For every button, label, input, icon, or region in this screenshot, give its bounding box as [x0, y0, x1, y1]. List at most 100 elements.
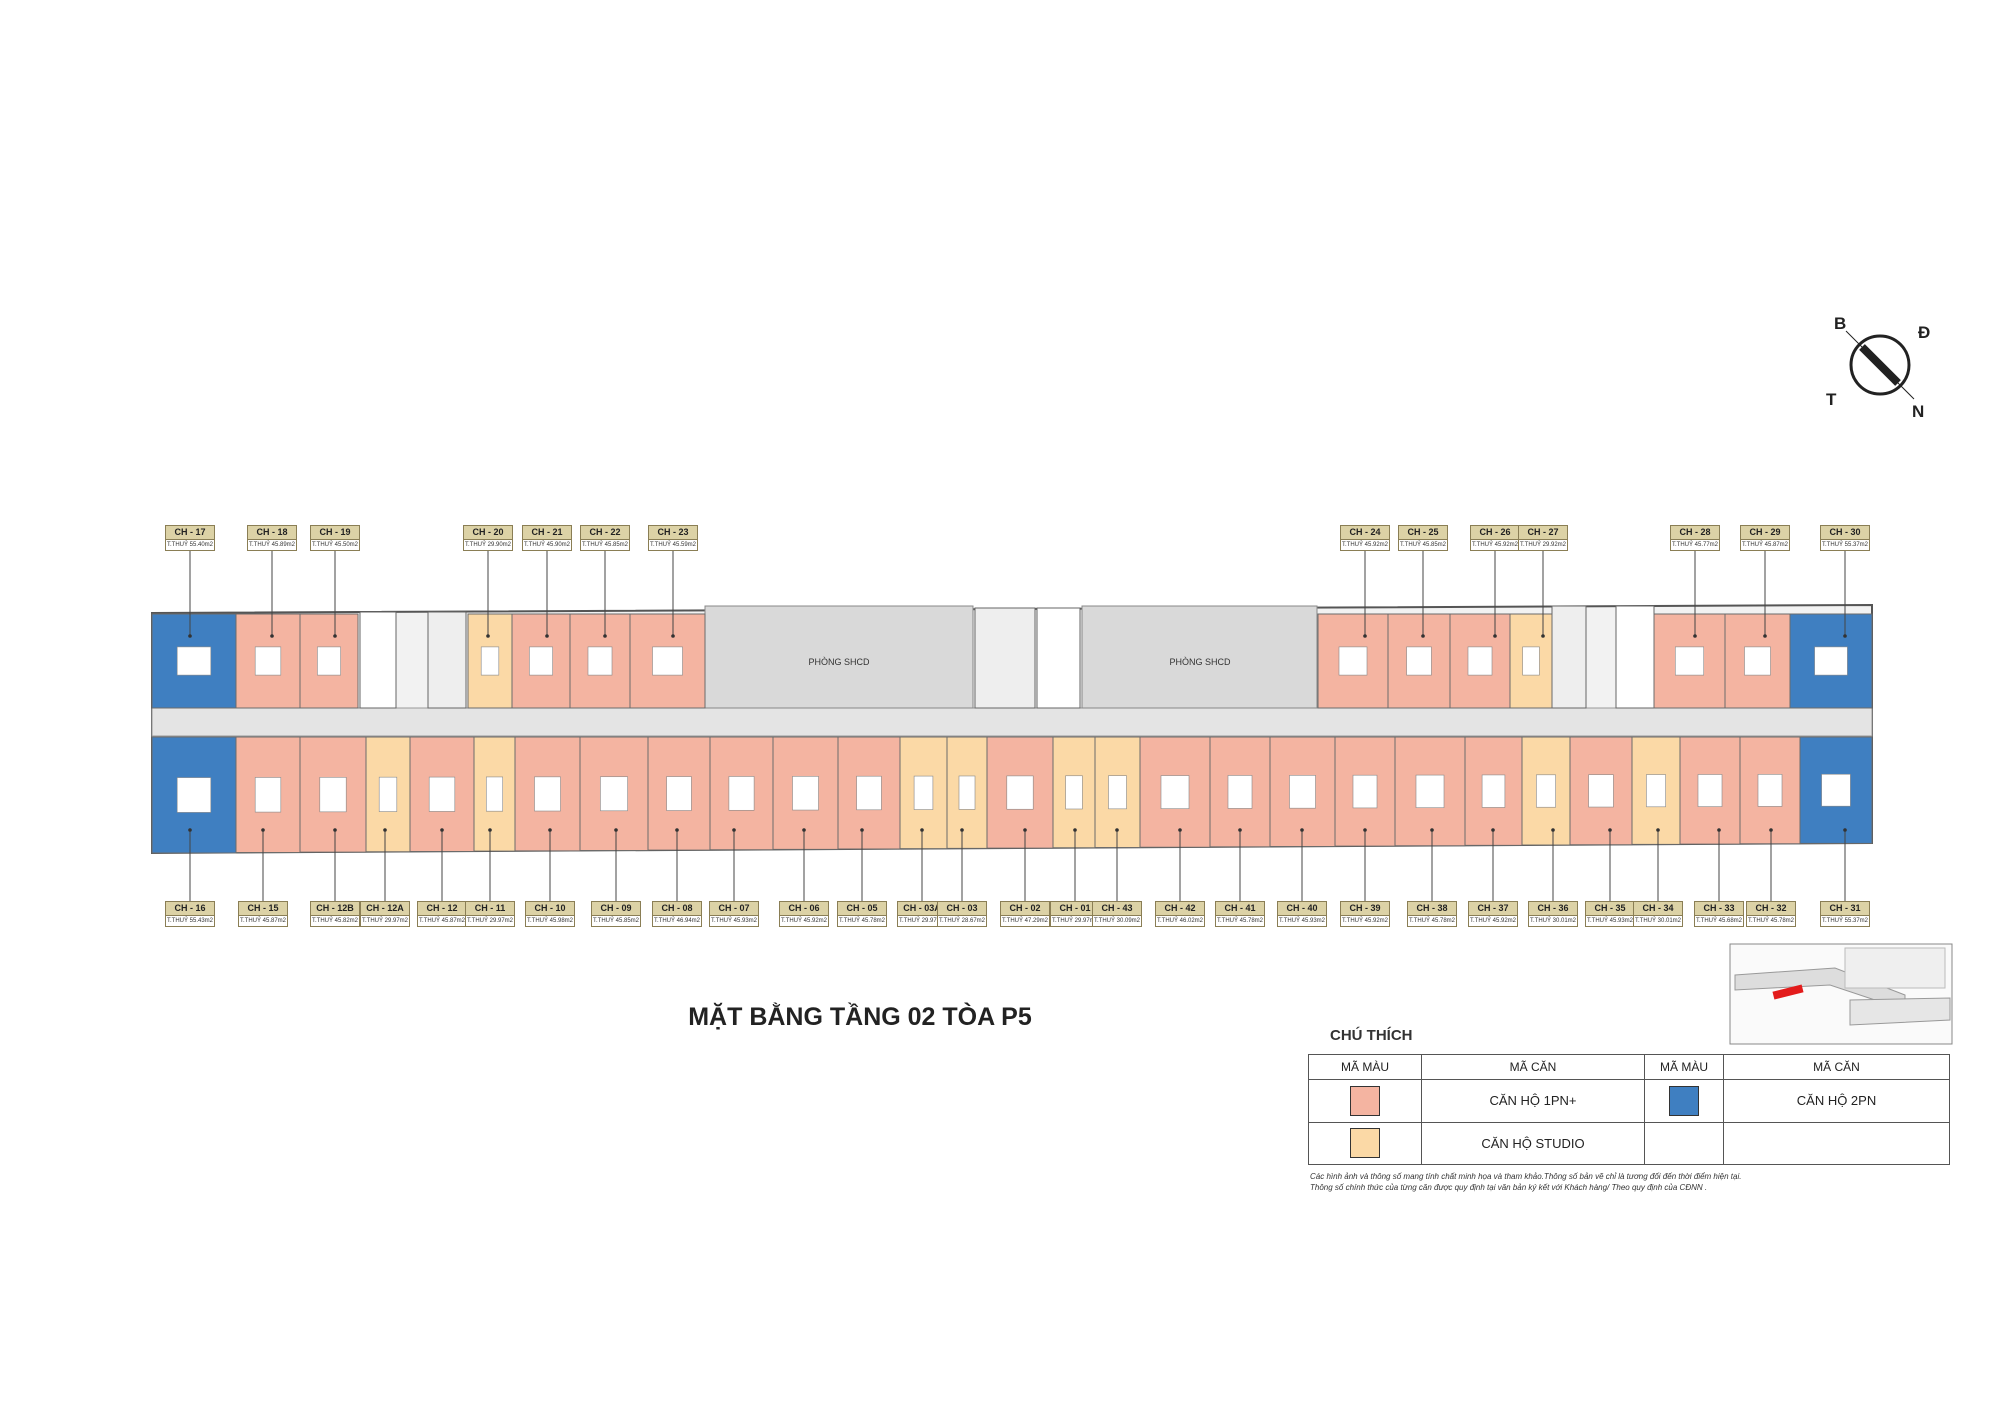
unit-tag-bottom-17-code: CH - 42: [1155, 901, 1205, 916]
unit-tag-top-2-area: T.THUỶ 45.50m2: [310, 540, 360, 551]
unit-top-4-interior: [529, 646, 553, 676]
unit-bottom-25-interior: [1646, 774, 1666, 808]
unit-bottom-0-interior: [176, 777, 212, 813]
unit-tag-bottom-10-code: CH - 06: [779, 901, 829, 916]
unit-tag-bottom-27-area: T.THUỶ 45.78m2: [1746, 916, 1796, 927]
unit-top-5-interior: [587, 646, 613, 676]
disclaimer-line-2: Thông số chính thức của từng căn được qu…: [1310, 1183, 1708, 1192]
legend-header-unit-2: MÃ CĂN: [1723, 1054, 1950, 1080]
unit-tag-bottom-13-area: T.THUỶ 28.67m2: [937, 916, 987, 927]
unit-bottom-26-interior: [1697, 774, 1723, 807]
unit-pin-bottom-1-dot: [261, 828, 265, 832]
unit-tag-top-2-code: CH - 19: [310, 525, 360, 540]
unit-tag-bottom-19-area: T.THUỶ 45.93m2: [1277, 916, 1327, 927]
unit-tag-bottom-3-code: CH - 12A: [360, 901, 410, 916]
unit-tag-top-11-area: T.THUỶ 45.77m2: [1670, 540, 1720, 551]
unit-bottom-25: [1631, 736, 1681, 845]
unit-pin-top-8-dot: [1421, 634, 1425, 638]
legend-header-unit-1: MÃ CĂN: [1421, 1054, 1645, 1080]
key-map-highlight: [1772, 984, 1804, 1000]
legend-swatch-cell-studio: [1308, 1121, 1422, 1165]
unit-pin-bottom-0-dot: [188, 828, 192, 832]
unit-tag-bottom-22-code: CH - 37: [1468, 901, 1518, 916]
unit-tag-bottom-24-area: T.THUỶ 45.93m2: [1585, 916, 1635, 927]
unit-pin-bottom-15-dot: [1073, 828, 1077, 832]
unit-bottom-21-interior: [1415, 774, 1445, 809]
unit-tag-bottom-8-area: T.THUỶ 46.94m2: [652, 916, 702, 927]
unit-top-12-interior: [1744, 646, 1771, 676]
common-room-right: [1081, 605, 1318, 709]
common-room-label-right: PHÒNG SHCD: [1169, 657, 1231, 667]
unit-pin-bottom-20-dot: [1363, 828, 1367, 832]
unit-tag-bottom-8-code: CH - 08: [652, 901, 702, 916]
legend-swatch-2pn: [1669, 1085, 1699, 1116]
unit-tag-bottom-2-area: T.THUỶ 45.82m2: [310, 916, 360, 927]
unit-tag-bottom-25-area: T.THUỶ 30.01m2: [1633, 916, 1683, 927]
unit-tag-bottom-5-area: T.THUỶ 29.97m2: [465, 916, 515, 927]
unit-tag-top-6-area: T.THUỶ 45.59m2: [648, 540, 698, 551]
unit-tag-bottom-6-code: CH - 10: [525, 901, 575, 916]
unit-bottom-24-interior: [1588, 774, 1614, 808]
unit-tag-top-10-code: CH - 27: [1518, 525, 1568, 540]
unit-bottom-15-interior: [1065, 775, 1083, 810]
stair-core-3: [974, 607, 1036, 709]
unit-pin-top-12-dot: [1763, 634, 1767, 638]
unit-bottom-11-interior: [856, 775, 882, 811]
unit-bottom-10-interior: [792, 776, 819, 811]
unit-top-8-interior: [1406, 646, 1432, 676]
unit-tag-bottom-16-area: T.THUỶ 30.09m2: [1092, 916, 1142, 927]
unit-bottom-0: [151, 736, 237, 854]
unit-tag-top-5-area: T.THUỶ 45.85m2: [580, 540, 630, 551]
unit-pin-bottom-6-dot: [548, 828, 552, 832]
unit-bottom-8-interior: [666, 776, 692, 811]
unit-tag-bottom-7-area: T.THUỶ 45.85m2: [591, 916, 641, 927]
unit-top-3-interior: [480, 646, 500, 676]
unit-tag-bottom-18-area: T.THUỶ 45.78m2: [1215, 916, 1265, 927]
key-map-lot: [1849, 997, 1951, 1026]
unit-bottom-1-interior: [254, 777, 282, 813]
unit-pin-bottom-11-dot: [860, 828, 864, 832]
compass-west-label: T: [1826, 390, 1837, 409]
compass-east-label: Đ: [1918, 323, 1931, 342]
legend-header-color-2: MÃ MÀU: [1644, 1054, 1724, 1080]
unit-pin-bottom-25-dot: [1656, 828, 1660, 832]
compass-axis: [1845, 330, 1915, 400]
legend-swatch-cell-2pn: [1644, 1079, 1724, 1123]
disclaimer-note: Các hình ảnh và thông số mang tính chất …: [1310, 1171, 1741, 1193]
unit-tag-top-3-area: T.THUỶ 29.90m2: [463, 540, 513, 551]
unit-pin-bottom-22-dot: [1491, 828, 1495, 832]
legend-header-color-1: MÃ MÀU: [1308, 1054, 1422, 1080]
unit-tag-bottom-28-area: T.THUỶ 55.37m2: [1820, 916, 1870, 927]
units-layer: [151, 613, 1873, 854]
unit-pin-top-9-dot: [1493, 634, 1497, 638]
unit-tag-bottom-20-code: CH - 39: [1340, 901, 1390, 916]
unit-tag-bottom-14-code: CH - 02: [1000, 901, 1050, 916]
unit-tag-bottom-28-code: CH - 31: [1820, 901, 1870, 916]
legend-label-2pn: CĂN HỘ 2PN: [1723, 1079, 1950, 1123]
unit-pin-bottom-28-dot: [1843, 828, 1847, 832]
unit-top-13-interior: [1814, 646, 1848, 676]
unit-pin-bottom-7-dot: [614, 828, 618, 832]
legend-label-studio: CĂN HỘ STUDIO: [1421, 1121, 1645, 1165]
